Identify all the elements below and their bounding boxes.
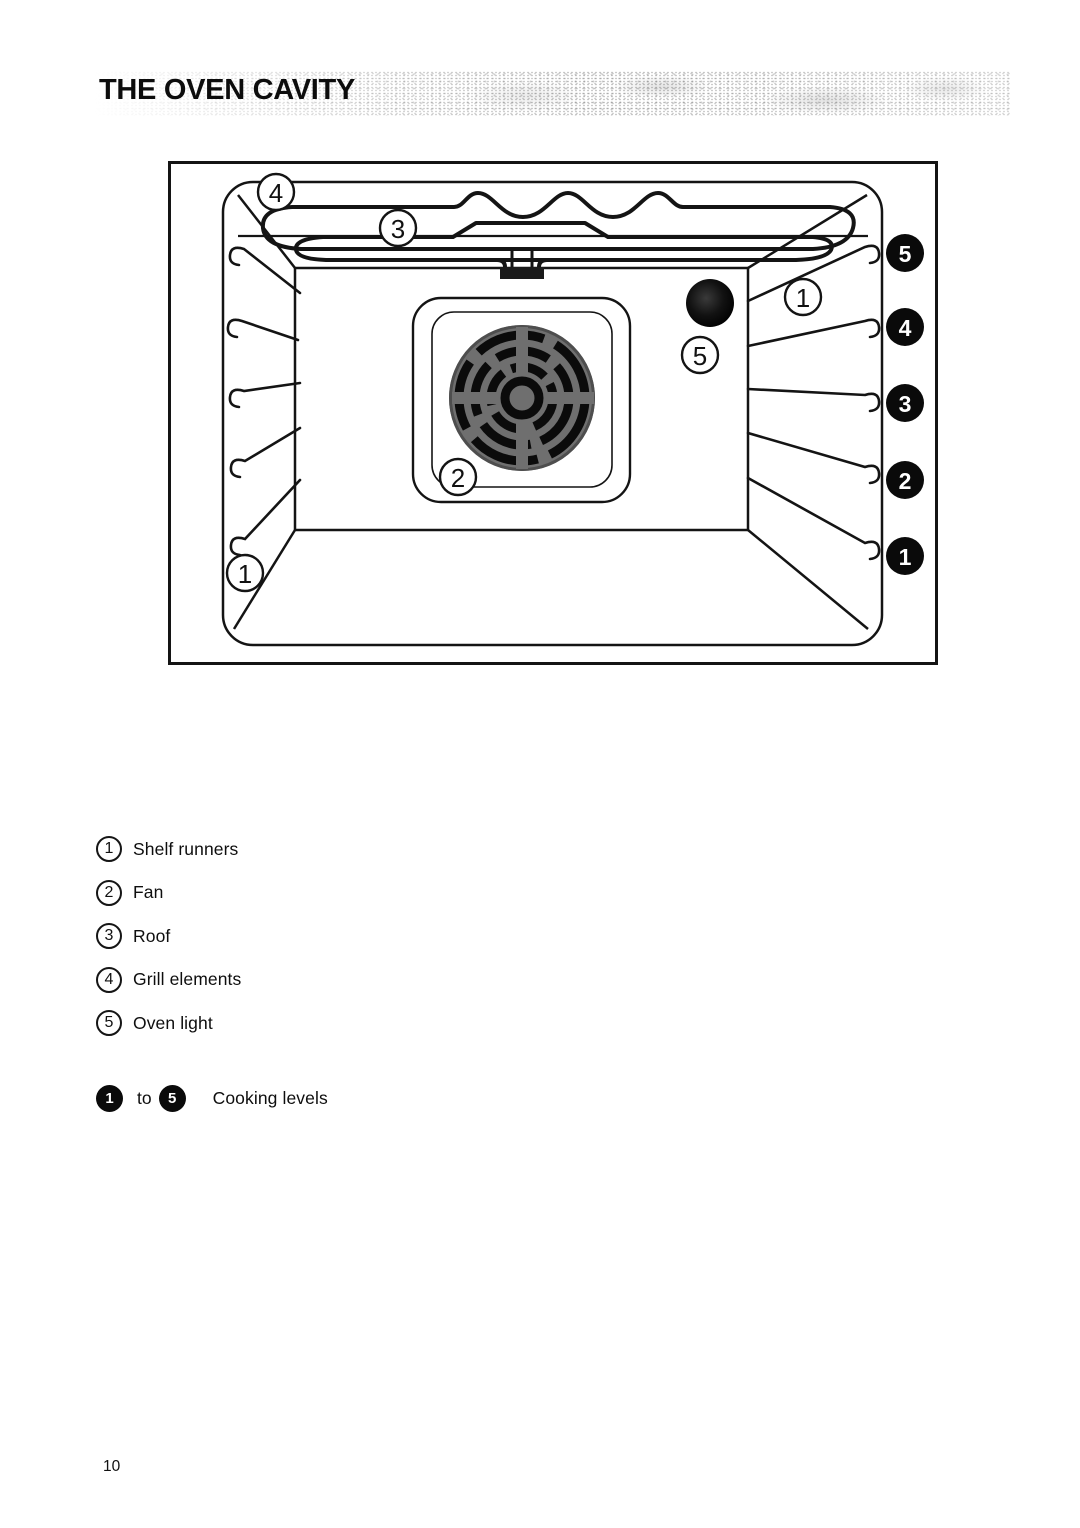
callout-number: 2 [96,879,122,906]
fan-icon [449,325,595,471]
cooking-level-badge: 5 [886,234,924,272]
callout-number: 3 [391,214,405,244]
callout-roof: 3 [378,208,418,248]
svg-text:2: 2 [899,468,912,494]
shelf-runner [226,318,300,342]
shelf-runner [746,476,881,561]
legend: 1 Shelf runners 2 Fan 3 Roof 4 Grill ele… [96,836,241,1054]
legend-label: Oven light [133,1012,213,1033]
legend-label: Grill elements [133,969,242,989]
callout-fan: 2 [438,457,478,497]
shelf-runner [229,478,302,557]
shelf-runners-right [746,244,881,561]
callout-oven-light: 5 [680,335,720,375]
legend-item-oven-light: 5 Oven light [96,1010,241,1036]
grill-element [260,191,856,269]
shelf-runners-left [226,246,302,557]
fan-assembly [411,296,632,504]
callout-number: 5 [96,1010,122,1036]
callout-number: 4 [96,966,122,993]
cooking-levels-key: 1 to 5 Cooking levels [96,1085,328,1112]
page-title: THE OVEN CAVITY [99,74,355,106]
title-texture-band [94,71,1010,116]
callout-number: 5 [693,341,707,371]
cavity-outline [221,180,884,647]
callout-number: 3 [96,923,122,949]
callout-number: 1 [796,283,810,313]
oven-cavity-diagram: 4 3 5 1 2 1 5 [168,161,938,665]
shelf-runner [746,431,881,485]
cooking-level-badge: 1 [886,537,924,575]
shelf-runner [228,246,302,295]
shelf-runner [746,387,881,413]
callout-shelf-runner-left: 1 [225,553,265,593]
cooking-level-badge: 4 [886,308,924,346]
shelf-runner [229,426,302,479]
cooking-level-badges: 5 4 3 2 1 [886,234,924,575]
legend-item-shelf-runners: 1 Shelf runners [96,836,241,862]
element-connector [500,267,544,279]
level-badge: 1 [96,1085,123,1112]
legend-label: Shelf runners [133,838,239,859]
fan-surround-inner [431,311,613,488]
legend-label: Roof [133,925,171,946]
callout-number: 4 [269,178,283,208]
legend-item-fan: 2 Fan [96,879,241,906]
level-badge: 5 [158,1085,186,1112]
callout-number: 2 [451,463,465,493]
callout-number: 1 [238,559,252,589]
oven-light-icon [686,279,734,327]
legend-item-roof: 3 Roof [96,923,241,949]
svg-text:1: 1 [899,544,912,570]
callout-shelf-runner-right: 1 [783,277,823,317]
callout-number: 1 [96,836,122,862]
levels-word-to: to [137,1088,152,1108]
cooking-level-badge: 2 [886,461,924,499]
levels-label: Cooking levels [212,1088,328,1108]
cooking-level-badge: 3 [886,384,924,422]
perspective-lines [232,193,869,630]
svg-text:3: 3 [899,391,912,417]
shelf-runner [746,244,881,303]
page-number: 10 [103,1458,121,1475]
svg-text:5: 5 [899,241,912,267]
legend-item-grill-elements: 4 Grill elements [96,966,242,993]
callout-grill: 4 [256,172,296,212]
svg-text:4: 4 [899,315,912,341]
fan-surround-outer [411,296,632,504]
shelf-runner [228,381,302,409]
legend-label: Fan [133,882,164,902]
shelf-runner [746,318,881,348]
